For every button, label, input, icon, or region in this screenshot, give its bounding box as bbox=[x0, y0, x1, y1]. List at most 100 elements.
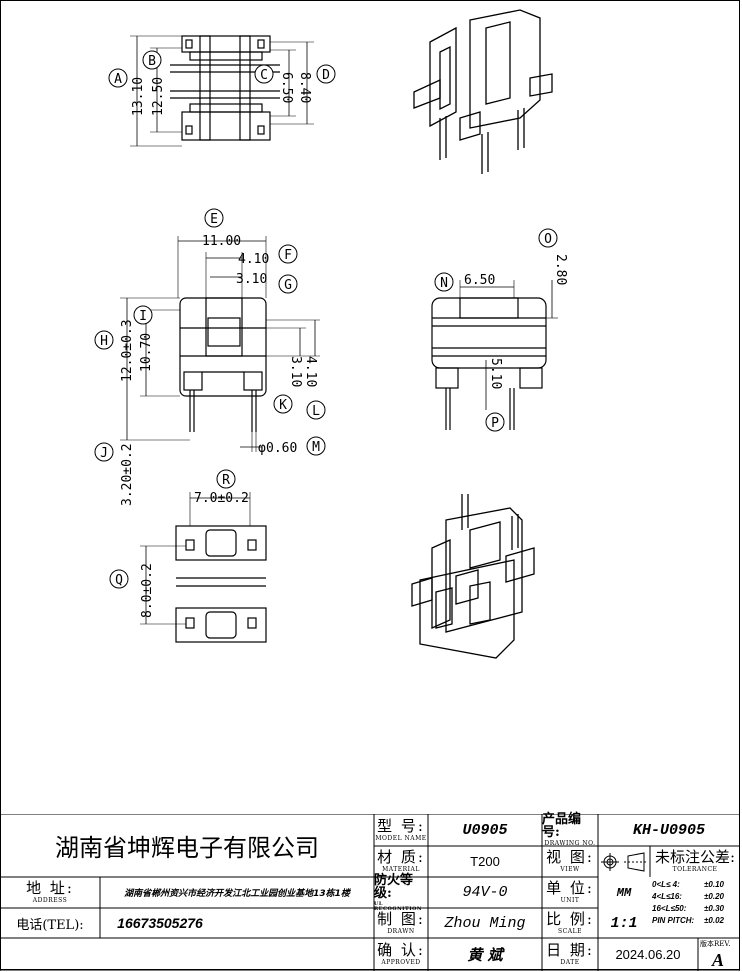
balloon-n-circle bbox=[434, 272, 454, 292]
date-value: 2024.06.20 bbox=[615, 947, 681, 962]
balloon-g-circle bbox=[278, 274, 298, 294]
dim-G: 3.10 bbox=[236, 272, 267, 287]
balloon-g: G bbox=[284, 278, 292, 293]
address-label-en: ADDRESS bbox=[32, 897, 68, 904]
balloon-a-circle bbox=[108, 68, 128, 88]
dim-R: 7.0±0.2 bbox=[194, 491, 249, 506]
material-label-en: MATERIAL bbox=[382, 866, 420, 873]
balloon-c-circle bbox=[254, 64, 274, 84]
front-view bbox=[120, 236, 320, 452]
balloon-d: D bbox=[322, 68, 330, 83]
fire-label: 防火等级: UL RECOGNITION bbox=[374, 872, 428, 912]
tel-value: 16673505276 bbox=[117, 915, 203, 931]
balloon-l-circle bbox=[306, 400, 326, 420]
fire-value: 94V-0 bbox=[462, 884, 508, 901]
title-block-grid bbox=[0, 814, 740, 971]
unit-label-en: UNIT bbox=[560, 897, 580, 904]
balloon-k: K bbox=[279, 398, 287, 413]
tol-value-3: ±0.30 bbox=[704, 904, 724, 913]
balloon-f-circle bbox=[278, 244, 298, 264]
bottom-view-dimensions: 7.0±0.2 8.0±0.2 bbox=[140, 491, 249, 618]
unit-label: 单 位: UNIT bbox=[542, 877, 598, 908]
dim-C: 6.50 bbox=[279, 72, 294, 103]
material-label-zh: 材 质: bbox=[377, 848, 425, 866]
engineering-drawing: 13.10 12.50 6.50 8.40 bbox=[94, 9, 568, 659]
balloon-d-circle bbox=[316, 64, 336, 84]
dim-P: 5.10 bbox=[488, 358, 503, 389]
unit-value: MM bbox=[616, 885, 632, 900]
approved-value: 黄 斌 bbox=[467, 946, 503, 964]
balloon-q: Q bbox=[115, 573, 123, 588]
dim-L: 4.10 bbox=[303, 356, 318, 387]
balloon-e: E bbox=[210, 212, 218, 227]
dim-Q: 8.0±0.2 bbox=[140, 563, 155, 618]
dim-M: 0.60 bbox=[266, 441, 297, 456]
tol-value-4: ±0.02 bbox=[704, 916, 724, 925]
balloon-h: H bbox=[100, 334, 108, 349]
balloon-m: M bbox=[312, 440, 320, 455]
top-view bbox=[130, 35, 314, 147]
drawn-value: Zhou Ming bbox=[444, 914, 526, 932]
model-label: 型 号: MODEL NAME bbox=[374, 814, 428, 846]
tol-range-4: PIN PITCH: bbox=[652, 916, 695, 925]
scale-label-zh: 比 例: bbox=[546, 909, 594, 928]
balloon-l: L bbox=[312, 404, 320, 419]
side-view-dimensions: 6.50 2.80 5.10 bbox=[464, 254, 568, 389]
dim-N: 6.50 bbox=[464, 273, 495, 288]
approved-label-en: APPROVED bbox=[381, 959, 421, 966]
balloon-q-circle bbox=[109, 569, 129, 589]
material-value: T200 bbox=[470, 854, 500, 869]
company-name: 湖南省坤辉电子有限公司 bbox=[55, 834, 319, 862]
balloon-h-circle bbox=[94, 330, 114, 350]
title-block: 湖南省坤辉电子有限公司 型 号: MODEL NAME U0905 产品编号: … bbox=[0, 813, 740, 971]
drawn-label-en: DRAWN bbox=[387, 927, 415, 935]
dim-J: 3.20±0.2 bbox=[120, 443, 135, 506]
unit-label-zh: 单 位: bbox=[546, 879, 594, 897]
tolerance-table: 0<L≤ 4: ±0.10 4<L≤16: ±0.20 16<L≤50: ±0.… bbox=[650, 880, 738, 936]
model-label-en: MODEL NAME bbox=[375, 834, 427, 842]
tolerance-label-en: TOLERANCE bbox=[672, 866, 718, 873]
projection-symbol-icon bbox=[598, 846, 650, 877]
address-label-zh: 地 址: bbox=[26, 879, 74, 897]
tol-value-1: ±0.10 bbox=[704, 880, 724, 889]
revision-cell: 版本REV. A bbox=[698, 938, 740, 971]
view-label-en: VIEW bbox=[560, 866, 580, 873]
dim-E: 11.00 bbox=[202, 234, 241, 249]
tol-range-3: 16<L≤50: bbox=[652, 904, 687, 913]
drawing-no-label: 产品编号: DRAWING NO. bbox=[542, 813, 598, 847]
top-view-dimensions: 13.10 12.50 6.50 8.40 bbox=[131, 72, 312, 116]
balloon-k-circle bbox=[273, 394, 293, 414]
dim-D: 8.40 bbox=[297, 72, 312, 103]
drawn-label: 制 图: DRAWN bbox=[374, 908, 428, 938]
approved-label-zh: 确 认: bbox=[377, 941, 425, 959]
dim-F: 4.10 bbox=[238, 252, 269, 267]
fire-label-zh: 防火等级: bbox=[374, 872, 414, 901]
tel-label: 电话(TEL): bbox=[16, 917, 84, 933]
tol-range-1: 0<L≤ 4: bbox=[652, 880, 680, 889]
drawing-no-value: KH-U0905 bbox=[632, 821, 705, 839]
view-label: 视 图: VIEW bbox=[542, 846, 598, 877]
balloon-r-circle bbox=[216, 469, 236, 489]
rev-label: 版本REV. bbox=[700, 940, 731, 948]
iso-view-top bbox=[413, 9, 553, 174]
balloon-p: P bbox=[491, 416, 499, 431]
side-view bbox=[431, 280, 558, 430]
dim-K: 3.10 bbox=[288, 356, 303, 387]
dim-O: 2.80 bbox=[553, 254, 568, 285]
balloon-e-circle bbox=[204, 208, 224, 228]
front-view-dimensions: 11.00 4.10 3.10 12.0±0.3 10.70 3.10 4.10… bbox=[120, 234, 318, 506]
balloon-b: B bbox=[148, 54, 156, 69]
date-label-zh: 日 期: bbox=[546, 941, 594, 959]
drawing-no-label-en: DRAWING NO. bbox=[544, 840, 596, 847]
balloon-r: R bbox=[222, 473, 230, 488]
balloon-o: O bbox=[544, 232, 552, 247]
scale-label-en: SCALE bbox=[558, 927, 582, 935]
scale-label: 比 例: SCALE bbox=[542, 908, 598, 938]
rev-value: A bbox=[712, 950, 725, 970]
balloon-i-circle bbox=[133, 305, 153, 325]
model-label-zh: 型 号: bbox=[377, 816, 425, 835]
dim-M-phi: φ bbox=[258, 441, 266, 456]
balloon-n: N bbox=[440, 276, 448, 291]
